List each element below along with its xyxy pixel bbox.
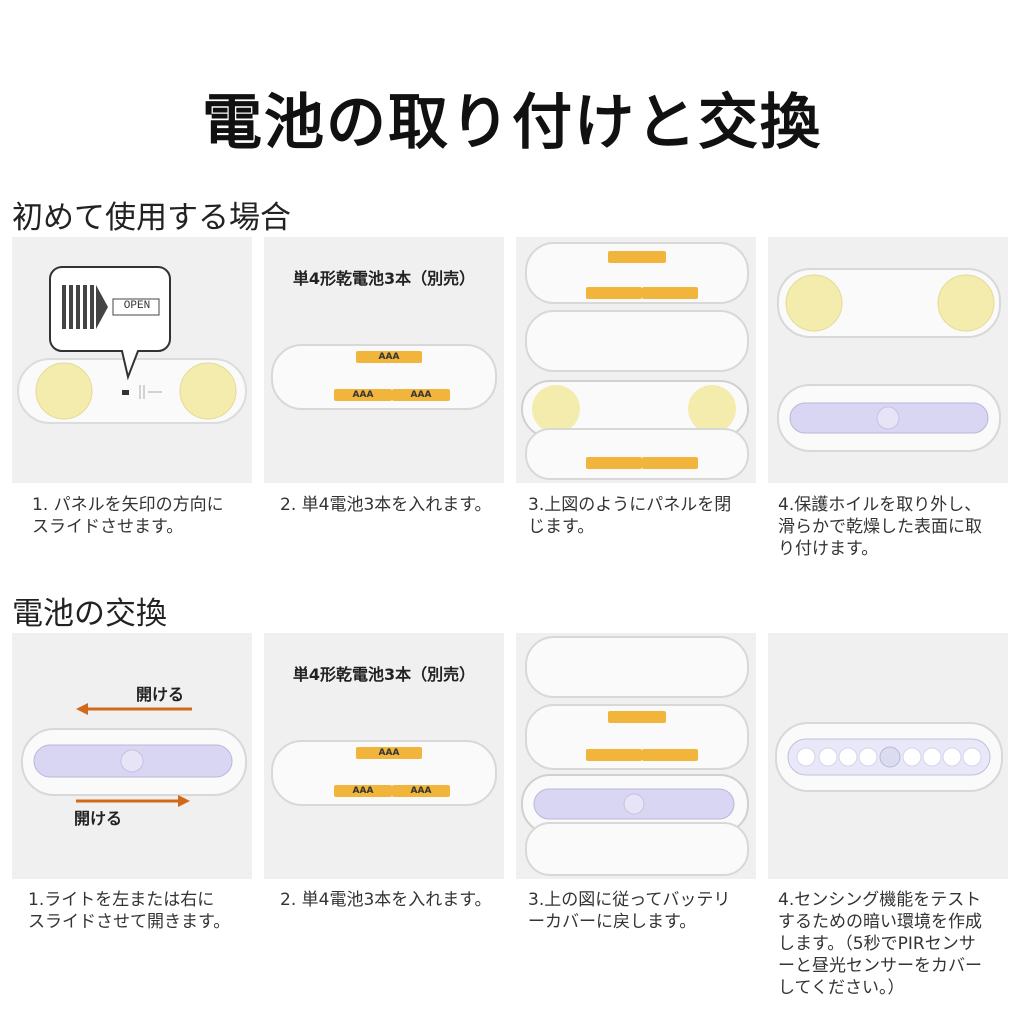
battery-note: 単4形乾電池3本（別売） <box>292 665 476 684</box>
battery-label: AAA <box>352 390 374 400</box>
step-caption-6: 2. 単4電池3本を入れます。 <box>280 890 492 910</box>
step-image-test-sensor <box>768 633 1008 879</box>
step-image-close-panel <box>516 237 756 483</box>
page-title: 電池の取り付けと交換 <box>202 88 822 158</box>
step-image-open-light: 開ける 開ける <box>12 633 252 879</box>
battery-label: AAA <box>378 748 400 758</box>
step-caption-3: 3.上図のようにパネルを閉 じます。 <box>528 495 732 537</box>
arrow-left-icon <box>76 703 88 715</box>
battery-label: AAA <box>378 352 400 362</box>
open-label-bottom: 開ける <box>74 809 123 828</box>
step-caption-1: 1. パネルを矢印の方向に スライドさせます。 <box>32 495 224 537</box>
step-image-insert-batteries: 単4形乾電池3本（別売） AAA AAA AAA <box>264 237 504 483</box>
section-heading-first-use: 初めて使用する場合 <box>12 200 291 236</box>
battery-label: AAA <box>410 786 432 796</box>
step-image-insert-batteries-2: 単4形乾電池3本（別売） AAA AAA AAA <box>264 633 504 879</box>
arrow-right-icon <box>178 795 190 807</box>
step-image-mount <box>768 237 1008 483</box>
step-image-slide-panel: OPEN <box>12 237 252 483</box>
battery-label: AAA <box>352 786 374 796</box>
step-caption-5: 1.ライトを左または右に スライドさせて開きます。 <box>28 890 231 932</box>
step-caption-8: 4.センシング機能をテスト するための暗い環境を作成 します。（5秒でPIRセン… <box>778 890 982 998</box>
step-caption-2: 2. 単4電池3本を入れます。 <box>280 495 492 515</box>
step-caption-7: 3.上の図に従ってバッテリ ーカバーに戻します。 <box>528 890 731 932</box>
step-image-reassemble <box>516 633 756 879</box>
battery-note: 単4形乾電池3本（別売） <box>292 269 476 288</box>
adhesive-pad-right <box>179 362 237 420</box>
open-label-top: 開ける <box>136 685 185 704</box>
section-heading-replacement: 電池の交換 <box>12 596 167 632</box>
open-label: OPEN <box>123 300 151 312</box>
step-caption-4: 4.保護ホイルを取り外し、 滑らかで乾燥した表面に取 り付けます。 <box>778 495 982 559</box>
battery-label: AAA <box>410 390 432 400</box>
adhesive-pad-left <box>35 362 93 420</box>
